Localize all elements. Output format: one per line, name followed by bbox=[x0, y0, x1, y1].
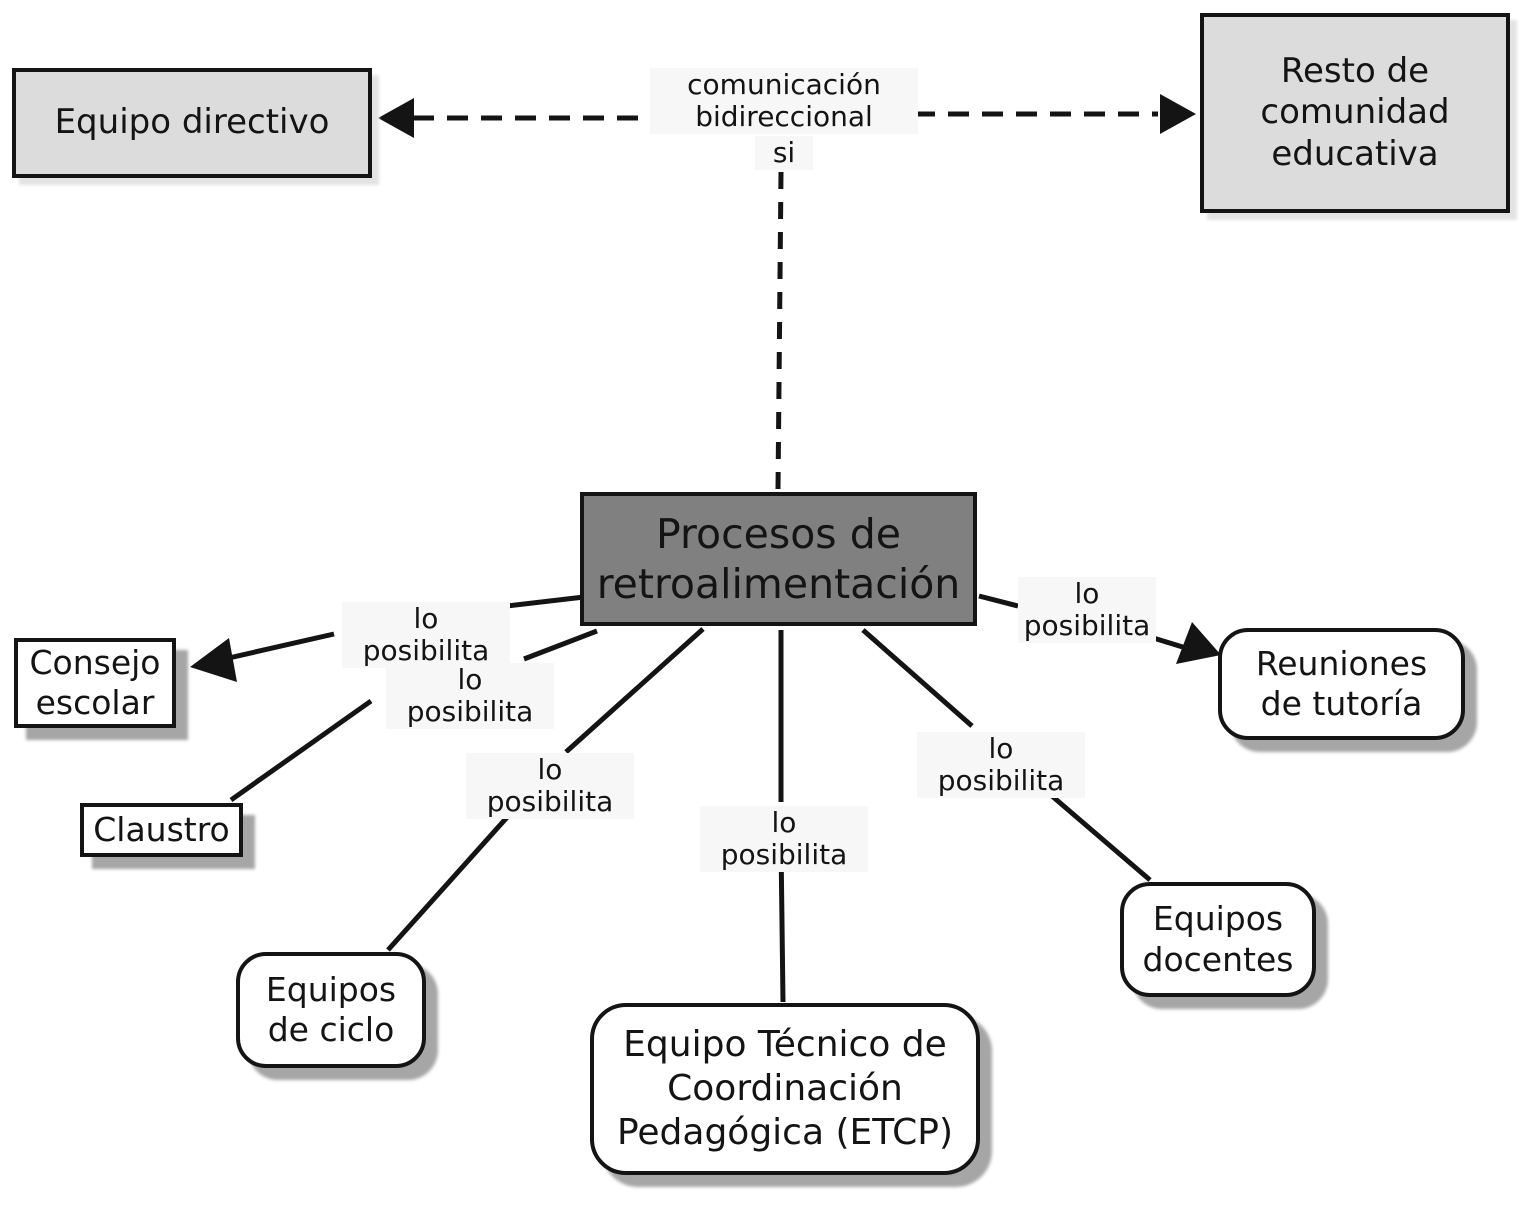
edge-label-lo-posibilita-consejo: lo posibilita bbox=[342, 602, 510, 669]
node-procesos-label: Procesos de retroalimentación bbox=[596, 509, 961, 608]
node-equipo-directivo-label: Equipo directivo bbox=[54, 102, 330, 143]
edge-label-si: si bbox=[755, 136, 813, 171]
dashed-arrow-right bbox=[880, 94, 1196, 134]
node-consejo-escolar[interactable]: Consejo escolar bbox=[14, 638, 176, 728]
node-consejo-escolar-label: Consejo escolar bbox=[29, 642, 161, 722]
node-procesos-retroalimentacion[interactable]: Procesos de retroalimentación bbox=[580, 492, 977, 626]
node-etcp[interactable]: Equipo Técnico de Coordinación Pedagógic… bbox=[590, 1003, 980, 1175]
node-claustro-label: Claustro bbox=[93, 809, 230, 849]
edge-label-lo-posibilita-etcp: lo posibilita bbox=[700, 806, 868, 873]
node-resto-comunidad-label: Resto de comunidad educativa bbox=[1260, 50, 1450, 174]
node-equipos-docentes-label: Equipos docentes bbox=[1142, 899, 1294, 979]
node-resto-comunidad[interactable]: Resto de comunidad educativa bbox=[1200, 13, 1510, 213]
dashed-line-si-to-procesos bbox=[775, 171, 784, 491]
edge-label-lo-posibilita-ciclo: lo posibilita bbox=[466, 753, 634, 820]
edge-label-lo-posibilita-claustro: lo posibilita bbox=[386, 663, 554, 730]
node-equipo-directivo[interactable]: Equipo directivo bbox=[12, 68, 372, 178]
node-claustro[interactable]: Claustro bbox=[80, 803, 243, 857]
edge-label-lo-posibilita-docentes: lo posibilita bbox=[917, 732, 1085, 799]
node-equipos-de-ciclo-label: Equipos de ciclo bbox=[265, 969, 397, 1049]
dashed-arrow-left bbox=[378, 98, 672, 138]
edge-label-comunicacion-bidireccional: comunicación bidireccional bbox=[650, 68, 918, 135]
node-reuniones-tutoria-label: Reuniones de tutoría bbox=[1255, 643, 1428, 723]
edge-label-lo-posibilita-reuniones: lo posibilita bbox=[1018, 577, 1156, 644]
node-equipos-docentes[interactable]: Equipos docentes bbox=[1120, 882, 1316, 997]
node-reuniones-tutoria[interactable]: Reuniones de tutoría bbox=[1218, 628, 1465, 740]
node-equipos-de-ciclo[interactable]: Equipos de ciclo bbox=[236, 952, 426, 1068]
node-etcp-label: Equipo Técnico de Coordinación Pedagógic… bbox=[616, 1024, 954, 1153]
